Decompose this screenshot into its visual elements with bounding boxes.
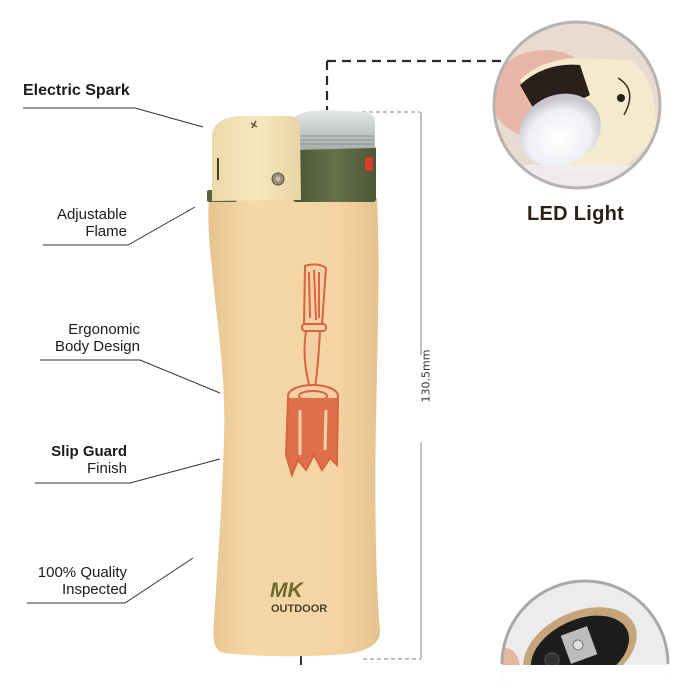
bottom-view-inset — [502, 582, 668, 700]
lighter-cap — [212, 116, 301, 201]
brand-logo-sub: OUTDOOR — [271, 603, 327, 615]
callout-adjustable-flame-line2: Flame — [85, 223, 127, 240]
brand-logo-mark: MK — [270, 579, 304, 602]
callout-slip-guard-line1: Slip Guard — [51, 443, 127, 460]
knife-stump-graphic — [284, 263, 339, 479]
callout-lines — [23, 107, 221, 604]
callout-ergonomic-body: Ergonomic Body Design — [25, 321, 140, 355]
callout-slip-guard: Slip Guard Finish — [25, 443, 127, 477]
callout-quality-line2: Inspected — [61, 581, 127, 598]
callout-quality-line1: 100% Quality — [37, 564, 127, 581]
callout-ergonomic-line2: Body Design — [54, 338, 140, 355]
height-dimension-label: 130.5mm — [419, 349, 433, 403]
callout-adjustable-flame: Adjustable Flame — [25, 206, 127, 240]
led-light-title: LED Light — [527, 203, 625, 225]
callout-ergonomic-line1: Ergonomic — [68, 321, 140, 338]
callout-slip-guard-line2: Finish — [86, 460, 127, 477]
callout-quality: 100% Quality Inspected — [20, 564, 127, 598]
callout-electric-spark: Electric Spark — [23, 82, 130, 99]
callout-adjustable-flame-line1: Adjustable — [56, 206, 127, 223]
callout-electric-spark-text: Electric Spark — [23, 82, 130, 99]
